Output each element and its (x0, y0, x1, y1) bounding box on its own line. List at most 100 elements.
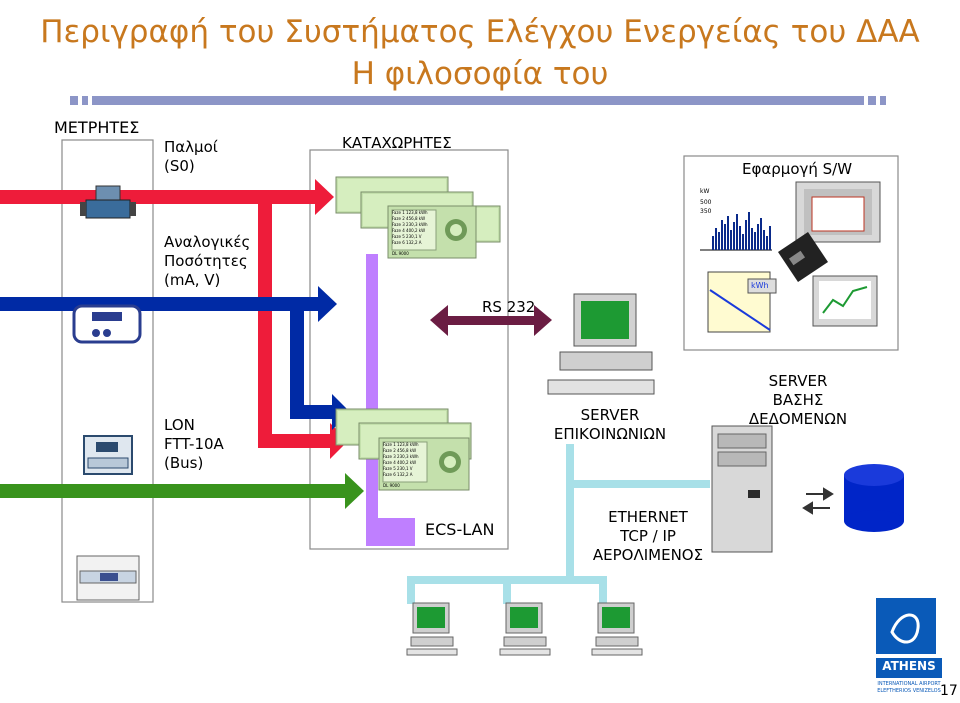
page-title: Περιγραφή του Συστήματος Ελέγχου Ενεργεί… (40, 14, 920, 50)
data-exchange-arrows (802, 487, 834, 515)
monitor-icon (795, 181, 881, 243)
kwh-unit-label: kWh (751, 281, 769, 290)
logger-row: Faze 5 230,1 V (383, 466, 413, 471)
logger-row: Faze 6 132,2 A (383, 472, 413, 477)
comms-server-label: SERVER ΕΠΙΚΟΙΝΩΝΙΩΝ (540, 406, 680, 444)
logger-row: Faze 1 123,8 kWh (383, 442, 419, 447)
kw-trend-bar (727, 216, 729, 250)
rs232-label: RS 232 (482, 298, 536, 316)
logger-model: DL 9000 (383, 483, 400, 488)
analog-label-line: (mA, V) (164, 271, 221, 289)
logo-subtitle: ELEFTHERIOS VENIZELOS (877, 688, 941, 694)
kw-axis-500: 500 (700, 199, 712, 206)
kw-trend-bar (730, 230, 732, 250)
logger-row: Faze 3 230,3 kWh (383, 454, 419, 459)
floppy-disk-icon (778, 232, 828, 282)
pulses-label-line: Παλμοί (164, 138, 218, 156)
ecs-lan-label: ECS-LAN (425, 520, 495, 539)
logo-subtitle: INTERNATIONAL AIRPORT (877, 681, 941, 687)
analog-bus (0, 286, 350, 430)
kw-trend-bar (745, 220, 747, 250)
meters-heading: ΜΕΤΡΗΤΕΣ (54, 118, 140, 137)
db-server-label: SERVER ΒΑΣΗΣ ΔΕΔΟΜΕΝΩΝ (718, 372, 878, 429)
logger-row: Faze 4 400,2 kW (392, 228, 426, 233)
comms-server-label-line: ΕΠΙΚΟΙΝΩΝΙΩΝ (553, 425, 667, 443)
analog-label-line: Ποσότητες (164, 252, 248, 270)
kw-trend-bar (712, 236, 714, 250)
lon-label-line: LON (164, 416, 195, 434)
database-cylinder-icon (844, 464, 904, 532)
comms-server-label-line: SERVER (580, 406, 640, 424)
pulses-label: Παλμοί (S0) (164, 138, 218, 176)
kw-trend-bar (739, 226, 741, 250)
kw-trend-bar (718, 232, 720, 250)
kw-trend-bar (769, 226, 771, 250)
lon-label-line: FTT-10A (164, 435, 224, 453)
header-divider (70, 96, 886, 105)
db-server-tower-icon (711, 425, 773, 553)
electricity-meter-icon (72, 304, 142, 344)
kw-trend-bar (760, 218, 762, 250)
logo-name: ATHENS (882, 659, 936, 673)
analog-label: Αναλογικές Ποσότητες (mA, V) (164, 233, 250, 290)
lon-label-line: (Bus) (164, 454, 204, 472)
lon-label: LON FTT-10A (Bus) (164, 416, 224, 473)
client-pc-icon (406, 602, 458, 656)
kw-trend-bar (751, 228, 753, 250)
client-pc-icon (499, 602, 551, 656)
comms-server-pc-icon (547, 293, 655, 395)
ethernet-label-line: ΑΕΡΟΛΙΜΕΝΟΣ (592, 546, 704, 564)
logger-row: Faze 2 456,8 kW (383, 448, 417, 453)
kw-trend-bar (724, 224, 726, 250)
kw-axis-350: 350 (700, 208, 712, 215)
heat-meter-icon (76, 555, 140, 601)
ecs-lan-bus (366, 254, 415, 546)
loggers-heading: ΚΑΤΑΧΩΡΗΤΕΣ (342, 134, 452, 152)
kw-trend-bar (748, 212, 750, 250)
kw-trend-bar (736, 214, 738, 250)
kw-trend-bar (754, 232, 756, 250)
analog-label-line: Αναλογικές (164, 233, 251, 251)
kw-trend-bar (763, 230, 765, 250)
software-heading: Εφαρμογή S/W (742, 160, 853, 178)
flow-meter-icon (80, 185, 136, 219)
kw-trend-bar (766, 236, 768, 250)
ethernet-label-line: ETHERNET (608, 508, 688, 526)
logger-row: Faze 2 456,8 kW (392, 216, 426, 221)
kwh-load-chart-icon (707, 271, 777, 333)
kw-trend-bar (757, 224, 759, 250)
page-subtitle: Η φιλοσοφία του (351, 56, 609, 92)
ethernet-network (407, 444, 710, 604)
athens-airport-logo (876, 598, 942, 678)
kw-unit-label: kW (700, 188, 710, 195)
pulses-label-line: (S0) (164, 157, 195, 175)
logger-row: Faze 4 400,2 kW (383, 460, 417, 465)
logger-row: Faze 5 230,1 V (392, 234, 422, 239)
gas-meter-icon (83, 435, 133, 475)
logger-row: Faze 1 123,8 kWh (392, 210, 428, 215)
logger-row: Faze 3 230,3 kWh (392, 222, 428, 227)
db-server-label-line: SERVER (768, 372, 828, 390)
monitor-chart-icon (812, 275, 878, 327)
kw-trend-bar (721, 220, 723, 250)
kw-trend-bars (712, 212, 771, 250)
pulse-bus (0, 179, 348, 459)
kw-trend-bar (742, 234, 744, 250)
kw-trend-bar (715, 228, 717, 250)
client-pc-icon (591, 602, 643, 656)
logger-readout-top: Faze 1 123,8 kWh Faze 2 456,8 kW Faze 3 … (392, 210, 436, 246)
page-number: 17 (940, 683, 958, 699)
kw-trend-bar (733, 222, 735, 250)
ethernet-label: ETHERNET TCP / IP ΑΕΡΟΛΙΜΕΝΟΣ (578, 508, 718, 565)
lon-bus (0, 473, 364, 509)
logger-device-bottom (335, 408, 472, 491)
ethernet-label-line: TCP / IP (620, 527, 676, 545)
logger-readout-bottom: Faze 1 123,8 kWh Faze 2 456,8 kW Faze 3 … (383, 442, 427, 478)
logger-row: Faze 6 132,2 A (392, 240, 422, 245)
logger-device-top (335, 176, 501, 259)
db-server-label-line: ΔΕΔΟΜΕΝΩΝ (748, 410, 848, 428)
rs232-link (430, 305, 552, 336)
db-server-label-line: ΒΑΣΗΣ (772, 391, 824, 409)
logger-model: DL 9000 (392, 251, 409, 256)
